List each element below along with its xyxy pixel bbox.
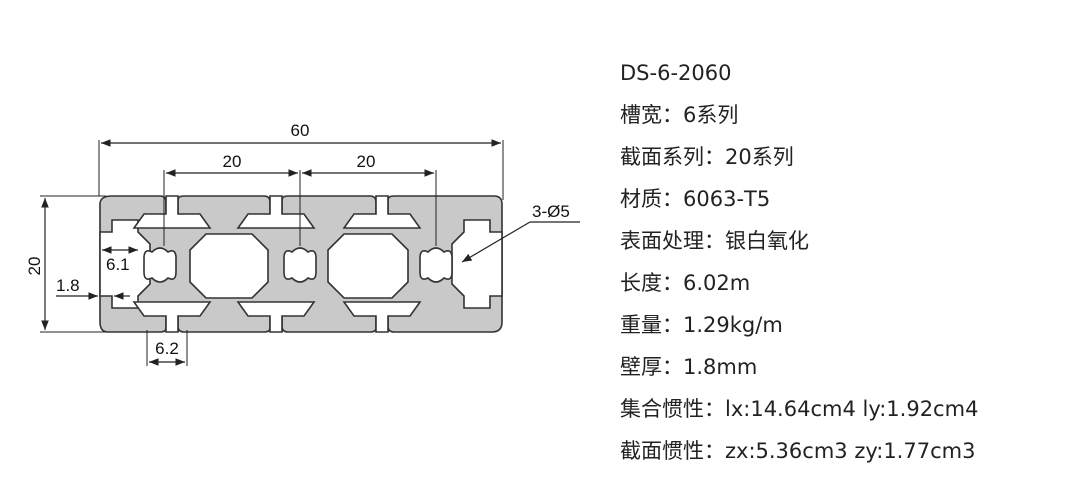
slot-bottom-2 [236,301,316,333]
dim-slot-width: 6.1 [106,255,130,274]
bore-center [283,247,317,283]
dim-holes: 3-Ø5 [532,202,570,221]
spec-section-series: 截面系列：20系列 [620,145,794,169]
spec-section-modulus: 截面惯性：zx:5.36cm3 zy:1.77cm3 [620,439,976,463]
slot-bottom-1 [132,301,212,333]
dim-pitch-left: 20 [223,152,242,171]
slot-top-1 [132,195,212,229]
slot-bottom-3 [342,301,422,333]
cavity-left [189,233,269,299]
dim-pitch-right: 20 [357,152,376,171]
slot-right [451,219,503,309]
slot-left [99,219,151,309]
spec-moment-inertia: 集合惯性：lx:14.64cm4 ly:1.92cm4 [620,397,979,421]
dim-total-width: 60 [291,121,310,140]
spec-material: 材质：6063-T5 [620,187,771,211]
spec-slot-width: 槽宽：6系列 [620,103,739,127]
profile-drawing: 60 20 20 20 6.1 1.8 6.2 3-Ø5 [25,121,580,366]
slot-top-2 [236,195,316,229]
bore-right [419,247,453,283]
bore-left [143,247,177,283]
dim-slot-opening: 6.2 [155,339,179,358]
dim-wall: 1.8 [56,276,80,295]
spec-list: DS-6-2060 槽宽：6系列 截面系列：20系列 材质：6063-T5 表面… [620,52,1060,472]
cavity-right [327,233,409,299]
spec-length: 长度：6.02m [620,271,751,295]
spec-weight: 重量：1.29kg/m [620,313,783,337]
spec-wall-thickness: 壁厚：1.8mm [620,355,758,379]
dim-height: 20 [25,257,44,276]
spec-model: DS-6-2060 [620,61,732,85]
spec-surface-treatment: 表面处理：银白氧化 [620,229,809,253]
slot-top-3 [342,195,422,229]
